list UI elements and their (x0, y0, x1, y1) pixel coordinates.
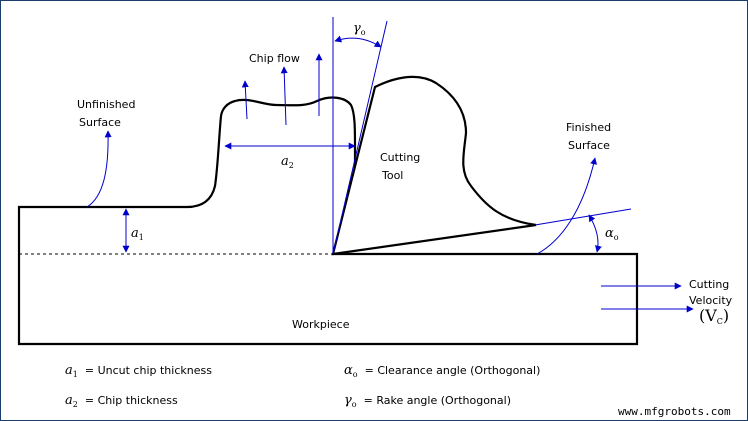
workpiece-outline (17, 115, 639, 346)
workpiece-label: Workpiece (292, 318, 350, 331)
gamma-symbol: γo (353, 21, 366, 37)
chip-flow-arrow (241, 80, 249, 120)
watermark: www.mfgrobots.com (618, 405, 731, 418)
finished-surface-label-line2: Surface (568, 139, 610, 152)
legend-a2: a2= Chip thickness (65, 393, 178, 409)
rake-angle-arc (334, 35, 382, 48)
chip-flow-arrow (280, 66, 288, 126)
unfinished-surface-label-line1: Unfinished (77, 98, 135, 111)
alpha-symbol: αo (605, 226, 619, 242)
cutting-tool-label-line2: Tool (381, 169, 403, 182)
unfinished-surface-label-line2: Surface (79, 116, 121, 129)
legend-gamma: γo= Rake angle (Orthogonal) (344, 393, 511, 409)
cutting-tool-outline (331, 75, 537, 256)
chip-flow-label: Chip flow (249, 52, 300, 65)
legend-alpha: αo= Clearance angle (Orthogonal) (344, 363, 540, 379)
unfinished-surface-arrow (86, 130, 112, 208)
cutting-velocity-label-line1: Cutting (689, 278, 729, 291)
rake-extension-line (332, 20, 388, 255)
clearance-line (534, 208, 632, 226)
chip-outline (219, 96, 357, 171)
finished-surface-label-line1: Finished (566, 121, 611, 134)
legend-a1: a1= Uncut chip thickness (65, 363, 212, 379)
a2-symbol: a2 (281, 154, 294, 170)
cutting-velocity-label-line2: Velocity (689, 294, 733, 307)
finished-surface-arrow (536, 157, 598, 255)
cutting-tool-label-line1: Cutting (380, 151, 420, 164)
velocity-symbol: (VC) (699, 306, 729, 326)
a1-symbol: a1 (131, 226, 144, 242)
clearance-angle-arc (588, 214, 602, 253)
